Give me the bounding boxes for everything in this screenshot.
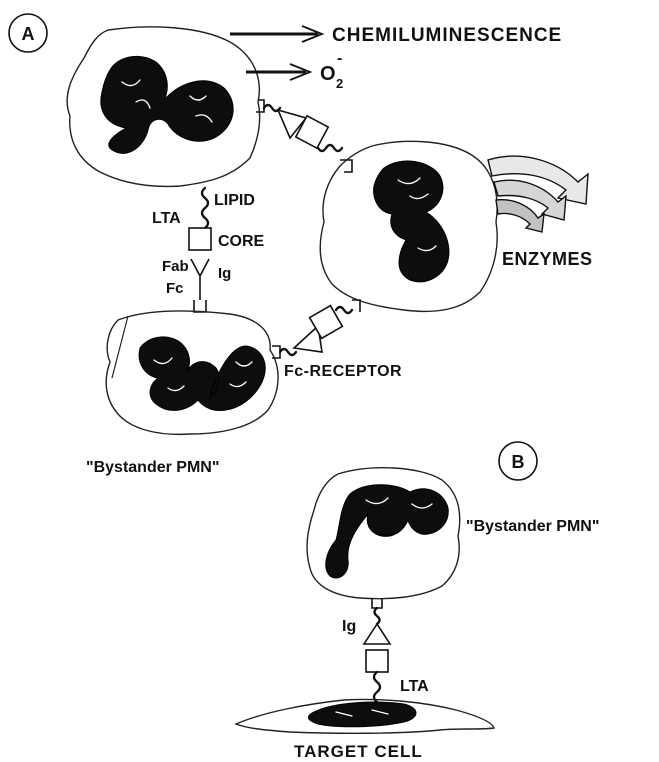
superoxide-superscript: - [337, 50, 342, 67]
fab-label: Fab [162, 258, 189, 275]
panel-a-badge: A [22, 24, 35, 44]
superoxide-label: O 2 - [320, 50, 343, 91]
fc-ig-lta-bridge-upper [256, 100, 352, 172]
fc-receptor-stalk-lower [280, 349, 296, 355]
lta-lipid-tail-b [374, 672, 380, 702]
fc-receptor-label: Fc-RECEPTOR [284, 363, 402, 380]
fc-receptor-notch-b [372, 598, 382, 608]
right-cell-notch-upper [340, 160, 352, 172]
right-pmn-cell [320, 141, 497, 311]
target-cell [236, 699, 494, 733]
superoxide-o: O [320, 63, 336, 85]
target-cell-label: TARGET CELL [294, 742, 423, 761]
enzymes-label: ENZYMES [502, 249, 593, 269]
bystander-pmn-nucleus-a [139, 337, 265, 411]
lta-core-box-lower [310, 306, 343, 339]
fc-ig-lta-bridge-lower [272, 300, 360, 358]
lta-lipid-tail-lower [336, 307, 352, 313]
enzyme-release-arrows [488, 156, 588, 232]
bystander-pmn-cell-b [307, 468, 460, 599]
superoxide-arrow [246, 64, 310, 80]
ig-triangle-b [364, 624, 390, 644]
right-pmn-nucleus [374, 161, 449, 282]
chemiluminescence-arrow [230, 26, 322, 42]
panel-b-badge: B [512, 452, 525, 472]
panel-b: B "Bystander PMN" Ig LTA TARGET CELL [236, 442, 599, 761]
lipid-label: LIPID [214, 192, 255, 209]
lta-core-box-b [366, 650, 388, 672]
lta-lipid-tail-upper [318, 145, 342, 151]
chemiluminescence-label: CHEMILUMINESCENCE [332, 25, 562, 46]
top-pmn-nucleus [101, 56, 233, 153]
top-pmn-cell [67, 27, 259, 187]
lta-label: LTA [152, 210, 181, 227]
superoxide-subscript: 2 [336, 76, 343, 91]
fc-label: Fc [166, 280, 184, 297]
ig-antibody-y [191, 259, 209, 300]
right-cell-notch-lower [352, 300, 360, 312]
core-box [189, 228, 211, 250]
enzyme-arrow-3 [496, 200, 544, 232]
lta-core-box-upper [296, 116, 328, 148]
bystander-pmn-cell-a [106, 311, 278, 434]
ig-label-b: Ig [342, 618, 356, 635]
bystander-label-b: "Bystander PMN" [466, 518, 599, 535]
lta-label-b: LTA [400, 678, 429, 695]
panel-a: A CHEMILUMINESCENCE O 2 - [9, 14, 593, 476]
bystander-label-a: "Bystander PMN" [86, 459, 219, 476]
ig-label-a: Ig [218, 265, 231, 282]
target-cell-nucleus [308, 702, 416, 727]
core-label: CORE [218, 233, 265, 250]
fc-receptor-stalk-b [375, 608, 380, 624]
lipid-tail [202, 188, 208, 228]
fc-receptor-notch-bottom-cell [194, 300, 206, 312]
